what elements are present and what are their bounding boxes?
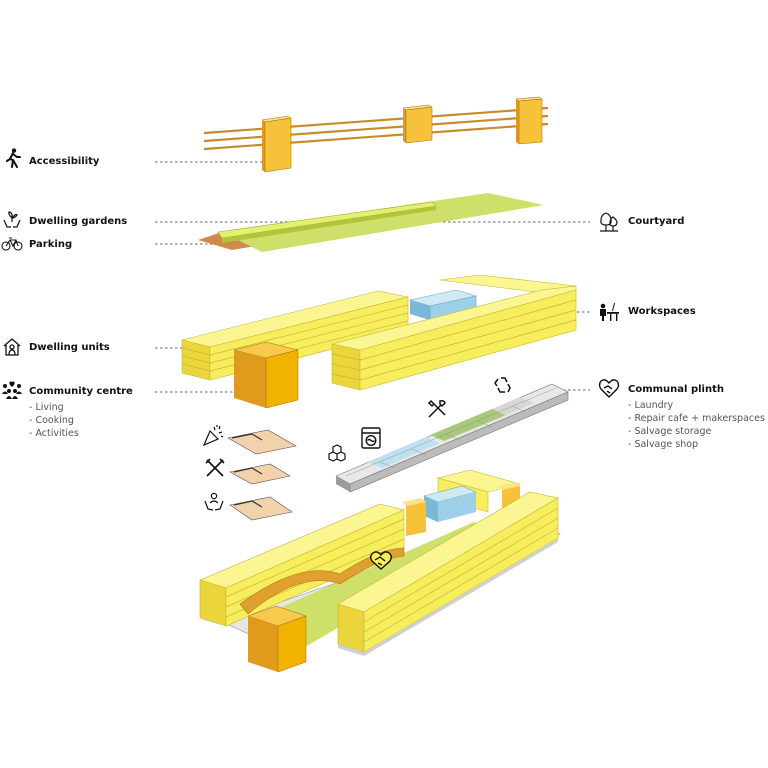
people-heart-icon bbox=[1, 378, 23, 404]
label-communal-plinth: Communal plinth bbox=[628, 384, 724, 395]
label-courtyard: Courtyard bbox=[628, 216, 685, 227]
community-centre-item: - Activities bbox=[29, 428, 79, 439]
trees-icon bbox=[598, 211, 620, 237]
access-core-middle bbox=[402, 104, 433, 144]
access-core-left bbox=[261, 115, 292, 173]
gardens-layer bbox=[198, 193, 544, 252]
bicycle-icon bbox=[1, 236, 23, 255]
assembled-building bbox=[199, 469, 561, 673]
communal-plinth-item: - Repair cafe + makerspaces bbox=[628, 413, 765, 424]
accessibility-layer bbox=[203, 96, 549, 173]
community-centre-item: - Living bbox=[29, 402, 64, 413]
access-core-right bbox=[515, 96, 543, 145]
label-accessibility: Accessibility bbox=[29, 156, 100, 167]
communal-plinth-item: - Laundry bbox=[628, 400, 674, 411]
communal-plinth-layer bbox=[335, 383, 569, 493]
boxes-icon bbox=[326, 443, 348, 467]
courtyard-handshake-icon bbox=[369, 549, 393, 575]
desk-worker-icon bbox=[598, 300, 620, 326]
cutlery-icon bbox=[204, 457, 226, 483]
washing-machine-icon bbox=[361, 427, 381, 453]
party-icon bbox=[202, 423, 226, 451]
community-centre-item: - Cooking bbox=[29, 415, 74, 426]
house-person-icon bbox=[2, 337, 22, 361]
communal-plinth-item: - Salvage storage bbox=[628, 426, 712, 437]
walking-person-icon bbox=[4, 148, 22, 172]
label-workspaces: Workspaces bbox=[628, 306, 696, 317]
communal-plinth-item: - Salvage shop bbox=[628, 439, 699, 450]
hands-plant-icon bbox=[2, 210, 22, 234]
dwelling-units-layer bbox=[181, 274, 577, 409]
community-centre-plans bbox=[227, 429, 297, 521]
label-dwelling-gardens: Dwelling gardens bbox=[29, 216, 128, 227]
caring-hands-icon bbox=[202, 490, 226, 518]
label-parking: Parking bbox=[29, 239, 73, 250]
handshake-heart-icon bbox=[598, 377, 620, 403]
label-dwelling-units: Dwelling units bbox=[29, 342, 110, 353]
tools-icon bbox=[426, 398, 448, 424]
label-community-centre: Community centre bbox=[29, 386, 133, 397]
recycle-icon bbox=[494, 376, 512, 398]
